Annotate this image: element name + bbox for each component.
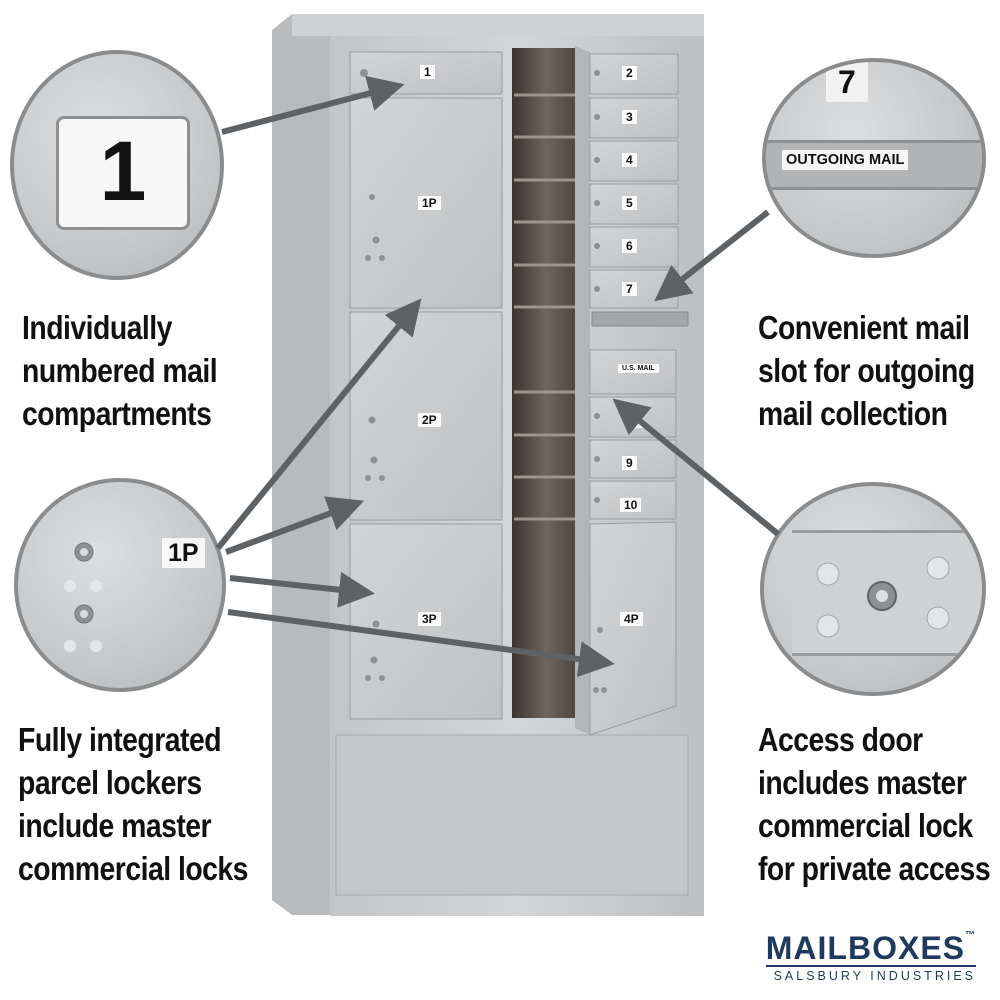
door-label-3p: 3P: [418, 612, 441, 626]
arrow-parcel-3p: [229, 571, 375, 608]
door-label-7: 7: [622, 282, 637, 296]
arrow-parcel-4p: [227, 609, 615, 678]
brand-logo: MAILBOXES™ SALSBURY INDUSTRIES: [766, 930, 976, 983]
outgoing-mail-slot: [591, 311, 689, 327]
caption-line: Individually: [22, 309, 172, 346]
number-plate-text: 1: [99, 124, 147, 218]
caption-line: Fully integrated: [18, 721, 222, 758]
door-label-6: 6: [622, 239, 637, 253]
number-plate: 1: [56, 116, 190, 230]
cabinet-top: [292, 14, 704, 36]
caption-line: include master: [18, 807, 212, 844]
arrow-parcel-1p: [215, 298, 422, 550]
door-label-10: 10: [620, 498, 642, 512]
caption-line: slot for outgoing: [758, 352, 975, 389]
door-label-5: 5: [622, 196, 637, 210]
zoom-number-plate: 1: [10, 50, 224, 280]
slot-number-text: 7: [826, 62, 868, 102]
arrow-access-lock: [612, 398, 780, 537]
access-door-edge: [575, 46, 590, 735]
zoom-outgoing-slot: 7 OUTGOING MAIL: [762, 58, 986, 258]
lock-studs: [360, 69, 607, 693]
brand-subtitle: SALSBURY INDUSTRIES: [766, 965, 976, 983]
caption-access-door: Access door includes master commercial l…: [758, 718, 991, 890]
caption-line: parcel lockers: [18, 764, 202, 801]
caption-line: commercial lock: [758, 807, 973, 844]
arrow-parcel-2p: [224, 496, 365, 555]
access-lock-studs: [816, 556, 950, 638]
caption-line: numbered mail: [22, 352, 218, 389]
zoom-parcel-lock: 1P: [14, 478, 226, 692]
caption-parcel-lockers: Fully integrated parcel lockers include …: [18, 718, 248, 890]
door-label-1p: 1P: [418, 196, 441, 210]
caption-line: for private access: [758, 850, 991, 887]
cabinet-side-panel: [272, 14, 330, 915]
usmail-label: U.S. MAIL: [618, 364, 659, 373]
brand-name: MAILBOXES: [765, 930, 965, 966]
caption-numbered-compartments: Individually numbered mail compartments: [22, 306, 218, 435]
door-label-4: 4: [622, 153, 637, 167]
door-label-3: 3: [622, 110, 637, 124]
caption-line: includes master: [758, 764, 967, 801]
zoom-access-lock: [760, 482, 986, 696]
cabinet-base: [335, 734, 689, 896]
arrow-number-plate: [221, 75, 405, 135]
door-label-9: 9: [622, 456, 637, 470]
parcel-plate-text: 1P: [162, 538, 205, 568]
open-interior: [512, 48, 580, 718]
caption-line: commercial locks: [18, 850, 248, 887]
door-label-2: 2: [622, 66, 637, 80]
arrow-outgoing-slot: [654, 209, 770, 302]
caption-line: Access door: [758, 721, 923, 758]
door-label-1: 1: [420, 65, 435, 79]
caption-outgoing-slot: Convenient mail slot for outgoing mail c…: [758, 306, 975, 435]
brand-trademark: ™: [965, 930, 976, 941]
parcel-lock-studs: [64, 542, 102, 652]
door-label-4p: 4P: [620, 612, 643, 626]
caption-line: Convenient mail: [758, 309, 970, 346]
door-label-2p: 2P: [418, 413, 441, 427]
interior-shelves: [514, 93, 578, 521]
outgoing-mail-text: OUTGOING MAIL: [782, 150, 909, 170]
caption-line: mail collection: [758, 395, 948, 432]
caption-line: compartments: [22, 395, 212, 432]
